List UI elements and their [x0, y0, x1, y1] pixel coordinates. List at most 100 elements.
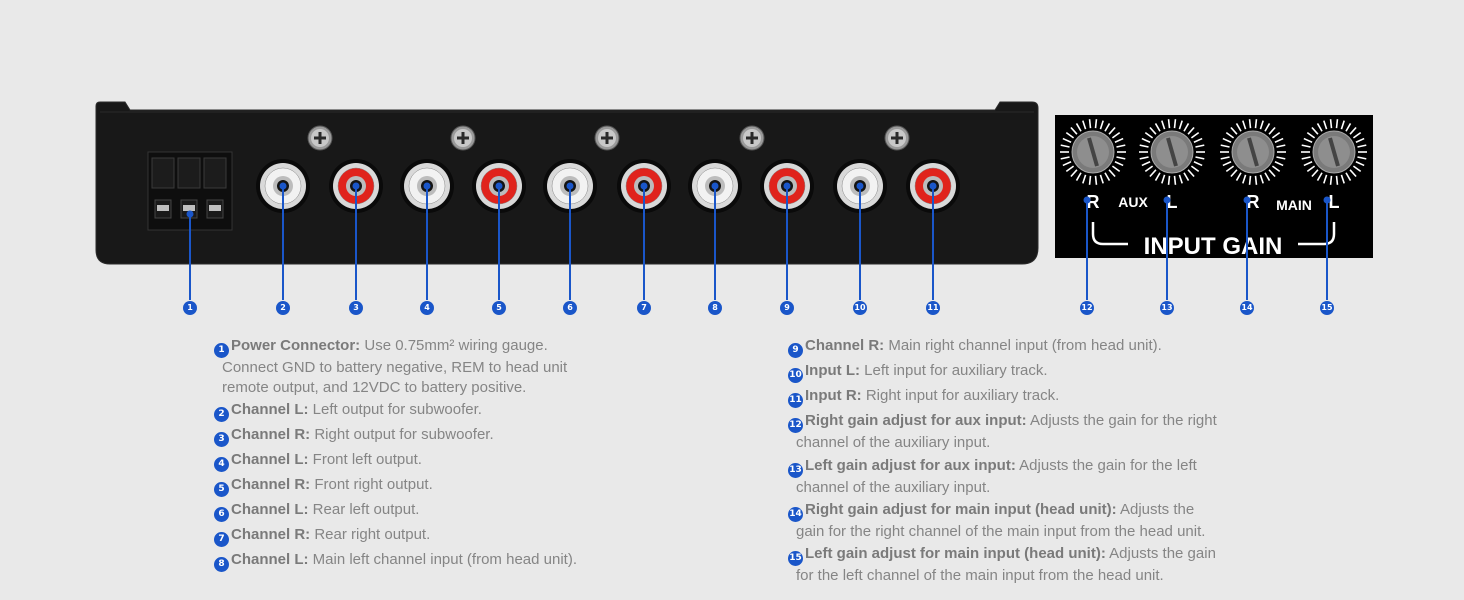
aux-r-label: R: [1087, 192, 1100, 212]
main-r-label: R: [1247, 192, 1260, 212]
input-gain-title: INPUT GAIN: [1144, 233, 1283, 260]
callout-number-icon: 1: [214, 343, 229, 358]
legend-text: Front left output.: [312, 451, 422, 468]
gain-knob-icon[interactable]: [1220, 119, 1286, 185]
legend-text: Adjusts the gain for the right: [1030, 412, 1217, 429]
phillips-screw-icon: [307, 125, 333, 151]
phillips-screw-icon: [739, 125, 765, 151]
callout-number-icon: 3: [214, 432, 229, 447]
callout-number-icon: 7: [214, 532, 229, 547]
callout-number-icon: 8: [214, 557, 229, 572]
legend-text: Use 0.75mm² wiring gauge.: [364, 337, 548, 354]
legend-text: Right output for subwoofer.: [314, 426, 494, 443]
phillips-screw-icon: [450, 125, 476, 151]
legend-title: Channel L:: [231, 401, 309, 418]
phillips-screw-icon: [884, 125, 910, 151]
callout-number-icon: 11: [788, 393, 803, 408]
legend-text: Left input for auxiliary track.: [864, 362, 1048, 379]
legend-title: Input R:: [805, 387, 862, 404]
callout-15: 15: [1320, 301, 1334, 315]
legend-text: channel of the auxiliary input.: [796, 479, 991, 496]
callout-3: 3: [349, 301, 363, 315]
legend-title: Power Connector:: [231, 337, 361, 354]
callout-number-icon: 13: [788, 463, 803, 478]
callout-10: 10: [853, 301, 867, 315]
legend-title: Channel R:: [231, 426, 311, 443]
aux-label: AUX: [1118, 194, 1148, 210]
gain-knob-icon[interactable]: [1060, 119, 1126, 185]
legend-title: Right gain adjust for main input (head u…: [805, 501, 1117, 518]
legend-text: Adjusts the gain: [1109, 545, 1216, 562]
callout-9: 9: [780, 301, 794, 315]
callout-number-icon: 14: [788, 507, 803, 522]
legend-text: remote output, and 12VDC to battery posi…: [222, 378, 527, 396]
legend-title: Channel R:: [805, 337, 885, 354]
callout-7: 7: [637, 301, 651, 315]
callout-2: 2: [276, 301, 290, 315]
gain-knob-icon[interactable]: [1301, 119, 1367, 185]
legend-text: Main left channel input (from head unit)…: [312, 551, 577, 568]
legend-title: Channel R:: [231, 476, 311, 493]
legend-text: Rear right output.: [314, 526, 431, 543]
main-label: MAIN: [1276, 197, 1312, 213]
callout-4: 4: [420, 301, 434, 315]
callout-8: 8: [708, 301, 722, 315]
main-l-label: L: [1329, 192, 1340, 212]
legend-title: Left gain adjust for aux input:: [805, 457, 1016, 474]
callout-number-icon: 6: [214, 507, 229, 522]
legend-title: Input L:: [805, 362, 860, 379]
legend-title: Left gain adjust for main input (head un…: [805, 545, 1106, 562]
legend-text: channel of the auxiliary input.: [796, 434, 991, 451]
legend-text: Adjusts the: [1119, 501, 1195, 518]
callout-number-icon: 2: [214, 407, 229, 422]
callout-6: 6: [563, 301, 577, 315]
legend-title: Channel L:: [231, 551, 309, 568]
legend-title: Channel L:: [231, 451, 309, 468]
legend-text: Rear left output.: [312, 501, 420, 518]
callout-12: 12: [1080, 301, 1094, 315]
legend-text: Left output for subwoofer.: [312, 401, 482, 418]
bracket-right: [1298, 222, 1336, 246]
legend-title: Right gain adjust for aux input:: [805, 412, 1027, 429]
legend-text: Adjusts the gain for the left: [1019, 457, 1197, 474]
callout-number-icon: 12: [788, 418, 803, 433]
callout-number-icon: 4: [214, 457, 229, 472]
bracket-left: [1091, 222, 1128, 246]
legend-title: Channel R:: [231, 526, 311, 543]
callout-5: 5: [492, 301, 506, 315]
gain-knob-icon[interactable]: [1139, 119, 1205, 185]
callout-14: 14: [1240, 301, 1254, 315]
callout-1: 1: [183, 301, 197, 315]
legend-text: gain for the right channel of the main i…: [796, 523, 1206, 540]
callout-number-icon: 10: [788, 368, 803, 383]
callout-11: 11: [926, 301, 940, 315]
legend-text: Connect GND to battery negative, REM to …: [222, 359, 568, 376]
callout-number-icon: 9: [788, 343, 803, 358]
callout-number-icon: 5: [214, 482, 229, 497]
phillips-screw-icon: [594, 125, 620, 151]
aux-l-label: L: [1167, 192, 1178, 212]
legend-text: Main right channel input (from head unit…: [888, 337, 1162, 354]
legend-text: Right input for auxiliary track.: [865, 387, 1060, 404]
callout-13: 13: [1160, 301, 1174, 315]
legend-text: Front right output.: [314, 476, 433, 493]
legend-title: Channel L:: [231, 501, 309, 518]
callout-number-icon: 15: [788, 551, 803, 566]
